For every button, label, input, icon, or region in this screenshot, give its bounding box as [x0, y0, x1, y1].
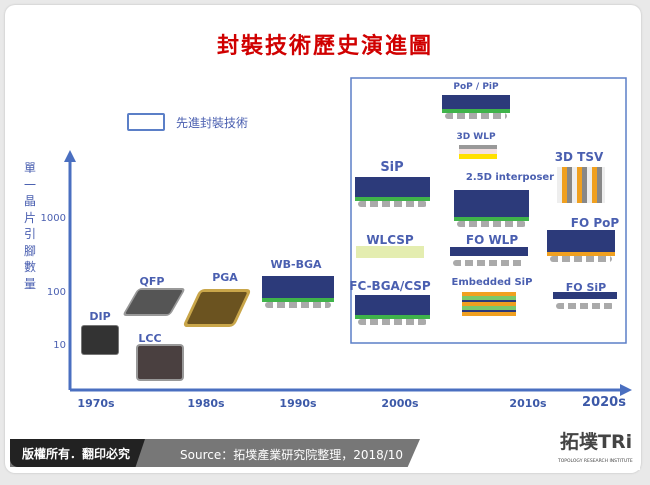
x-tick: 2000s — [381, 397, 419, 410]
label-fowlp: FO WLP — [465, 233, 519, 247]
logo-text: 拓墣TRi — [560, 431, 633, 453]
source-text: Source：拓墣產業研究院整理，2018/10 — [180, 448, 404, 462]
lcc-chip-image — [138, 346, 182, 379]
y-label-char: 一 — [23, 177, 36, 192]
copyright-text: 版權所有．翻印必究 — [22, 447, 131, 461]
label-dip: DIP — [89, 310, 111, 323]
label-fosip: FO SiP — [565, 281, 607, 294]
label-interposer: 2.5D interposer — [465, 172, 555, 183]
y-label-char: 單 — [23, 161, 36, 175]
y-label-char: 腳 — [23, 243, 36, 258]
legend-label: 先進封裝技術 — [176, 116, 249, 130]
wbbga-package-image — [262, 276, 334, 308]
wlcsp-package-image — [356, 246, 424, 258]
x-tick: 2020s — [582, 395, 626, 410]
y-label-char: 片 — [23, 210, 36, 225]
label-tsv: 3D TSV — [554, 150, 604, 164]
label-fopop: FO PoP — [570, 216, 620, 230]
x-tick: 1980s — [187, 397, 225, 410]
label-3dwlp: 3D WLP — [456, 132, 496, 142]
label-pop: PoP / PiP — [453, 82, 499, 92]
y-tick: 1000 — [40, 213, 66, 224]
esip-package-image — [462, 292, 516, 316]
y-tick: 10 — [53, 340, 66, 351]
label-lcc: LCC — [138, 332, 162, 345]
interposer-package-image — [454, 190, 529, 227]
label-sip: SiP — [380, 160, 404, 175]
label-wbbga: WB-BGA — [270, 258, 322, 271]
y-label-char: 數 — [23, 260, 36, 274]
pop-package-image — [442, 95, 510, 119]
y-label-char: 晶 — [23, 194, 36, 208]
slide — [5, 5, 641, 473]
label-pga: PGA — [212, 271, 238, 284]
logo-subtitle: TOPOLOGY RESEARCH INSTITUTE — [558, 459, 633, 464]
logo-panel — [500, 430, 640, 470]
label-esip: Embedded SiP — [451, 277, 533, 288]
copyright-bar — [10, 439, 145, 467]
logo: 拓墣TRi — [560, 432, 632, 453]
tsv-package-image — [557, 167, 605, 203]
fcbga-package-image — [355, 295, 430, 325]
fosip-package-image — [553, 292, 617, 309]
3dwlp-package-image — [459, 145, 497, 159]
fowlp-package-image — [450, 247, 528, 266]
fopop-package-image — [547, 230, 615, 262]
label-fcbga: FC-BGA/CSP — [349, 279, 431, 293]
dip-chip-image — [82, 326, 118, 354]
x-tick: 1970s — [77, 397, 115, 410]
y-axis-label: 單一晶片引腳數量 — [22, 160, 38, 292]
y-label-char: 量 — [23, 276, 36, 291]
sip-package-image — [355, 177, 430, 207]
legend-swatch — [127, 113, 165, 131]
x-tick: 1990s — [279, 397, 317, 410]
advanced-packaging-frame — [350, 77, 627, 344]
x-tick: 2010s — [509, 397, 547, 410]
label-wlcsp: WLCSP — [366, 233, 414, 247]
y-tick: 100 — [46, 287, 66, 298]
y-label-char: 引 — [23, 227, 36, 241]
label-qfp: QFP — [139, 275, 165, 288]
page-title: 封裝技術歷史演進圖 — [216, 33, 433, 59]
